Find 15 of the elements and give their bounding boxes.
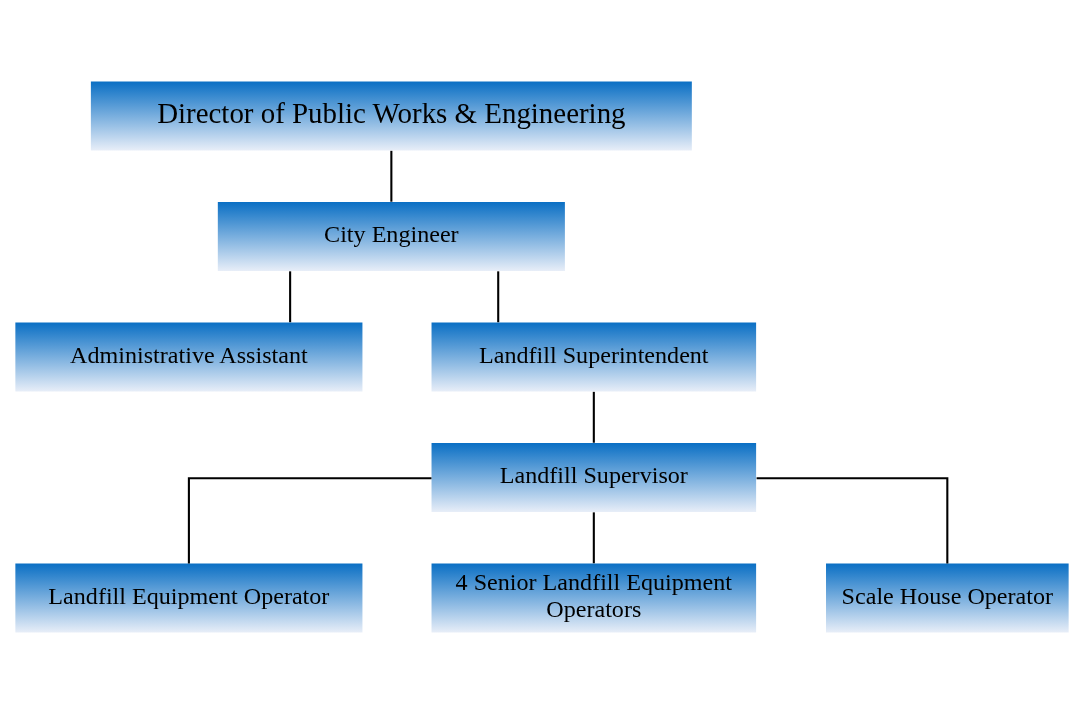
node-box: Landfill Superintendent [431, 321, 757, 392]
node-box: 4 Senior Landfill Equipment Operators [431, 563, 757, 633]
node-box: City Engineer [217, 201, 565, 271]
connector [187, 476, 432, 563]
node-box: Administrative Assistant [15, 321, 363, 392]
connector [289, 270, 292, 322]
node-box: Director of Public Works & Engineering [90, 80, 692, 150]
connector [592, 391, 595, 443]
connector [756, 476, 949, 563]
connector [390, 150, 393, 202]
node-box: Landfill Equipment Operator [15, 563, 363, 633]
node-box: Landfill Supervisor [431, 442, 757, 512]
node-box: Scale House Operator [826, 563, 1069, 633]
connector [592, 511, 595, 563]
connector [497, 270, 500, 322]
